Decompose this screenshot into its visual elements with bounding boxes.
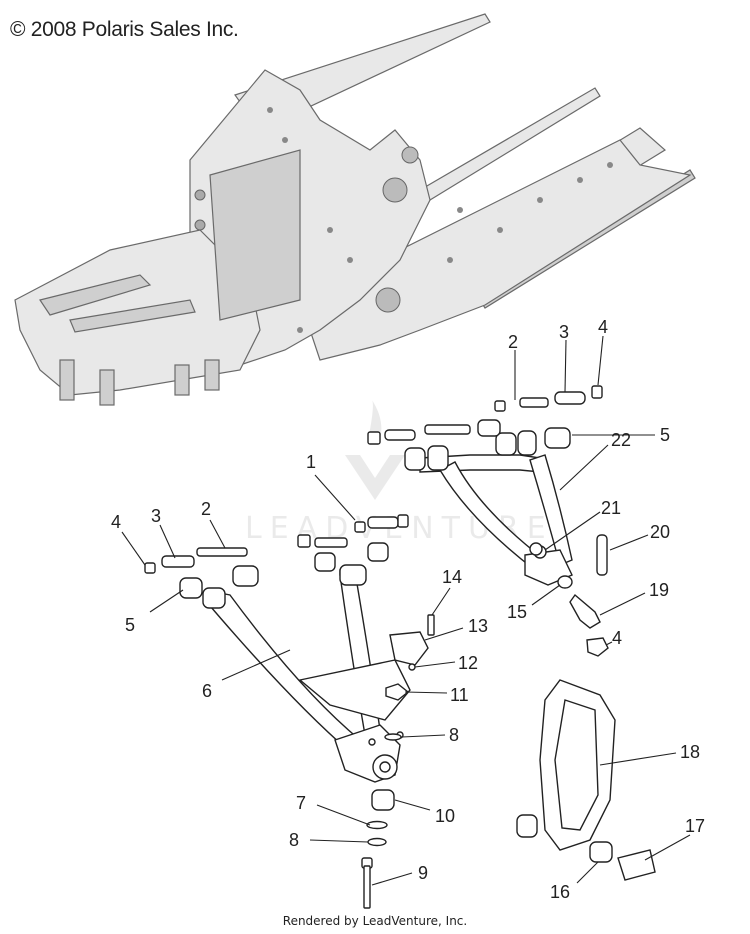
callout-5-upper: 5 (660, 425, 670, 445)
callout-2-upper: 2 (508, 332, 518, 352)
lower-left-hardware (144, 547, 248, 574)
tie-rod-parts (529, 534, 609, 657)
upper-right-hardware (494, 385, 603, 412)
callout-3-upper: 3 (559, 322, 569, 342)
callout-12: 12 (458, 653, 478, 673)
callout-7: 7 (296, 793, 306, 813)
callout-22: 22 (611, 430, 631, 450)
chassis-frame (14, 13, 696, 406)
lower-a-arm (203, 569, 411, 783)
lower-arm-bushings (179, 514, 409, 609)
callout-4-lower: 4 (111, 512, 121, 532)
callout-6: 6 (202, 681, 212, 701)
copyright-text: © 2008 Polaris Sales Inc. (10, 18, 239, 41)
callout-2-lower: 2 (201, 499, 211, 519)
callout-9: 9 (418, 863, 428, 883)
callout-19: 19 (649, 580, 669, 600)
callout-16: 16 (550, 882, 570, 902)
callout-3-lower: 3 (151, 506, 161, 526)
upper-a-arm (419, 454, 573, 586)
callout-5-lower: 5 (125, 615, 135, 635)
callout-8-lower: 8 (289, 830, 299, 850)
callout-17: 17 (685, 816, 705, 836)
callout-21: 21 (601, 498, 621, 518)
callout-4-upper: 4 (598, 317, 608, 337)
leader-lines (121, 335, 691, 886)
spindle (516, 679, 656, 881)
ball-joint-stack (361, 789, 395, 909)
callout-11: 11 (450, 685, 469, 705)
callout-13: 13 (468, 616, 488, 636)
bracket-hardware (384, 614, 435, 741)
footer-text: Rendered by LeadVenture, Inc. (282, 914, 468, 928)
callout-10: 10 (435, 806, 455, 826)
callout-1: 1 (306, 452, 316, 472)
upper-arm-bushings (367, 419, 571, 471)
callout-15: 15 (507, 602, 527, 622)
callout-20: 20 (650, 522, 670, 542)
callout-14: 14 (442, 567, 462, 587)
callout-18: 18 (680, 742, 700, 762)
callout-8-upper: 8 (449, 725, 459, 745)
callout-4-right: 4 (612, 628, 622, 648)
callout-labels: 1 2 2 3 3 4 4 4 5 5 6 7 8 8 9 10 11 12 1… (111, 317, 705, 902)
